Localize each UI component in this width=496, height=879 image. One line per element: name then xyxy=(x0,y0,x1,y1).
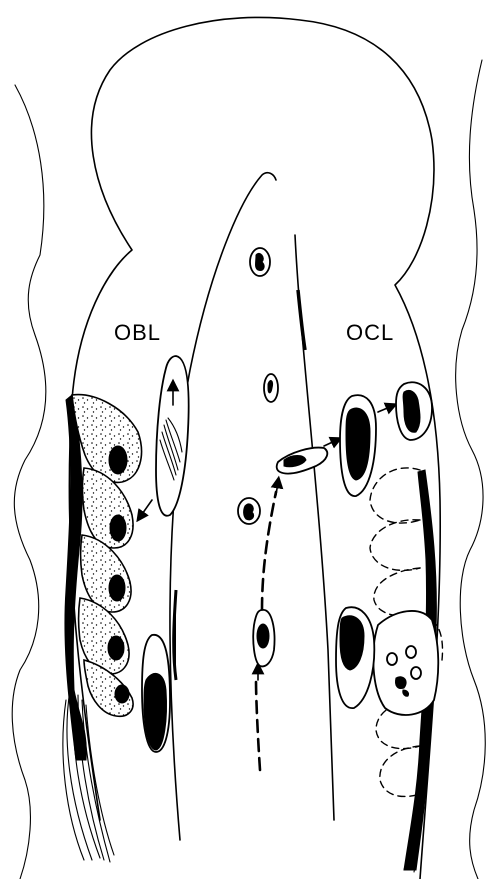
osteoclast-cell xyxy=(373,611,442,715)
osteoblast-nucleus xyxy=(109,446,127,474)
preosteoclast-upper xyxy=(340,395,376,496)
mononuclear-precursor xyxy=(253,610,274,667)
left-outer-boundary xyxy=(12,85,46,879)
osteoclast-nucleus xyxy=(411,667,421,679)
migration-path-upper xyxy=(262,492,276,610)
arrow-fusion-icon xyxy=(378,406,392,412)
dividing-precursor-cell xyxy=(156,356,189,516)
preosteoclast-right xyxy=(396,382,432,440)
osteoclast-dark-nucleus xyxy=(395,677,406,689)
osteoblast-nucleus xyxy=(115,685,129,703)
osteoblast-nucleus xyxy=(110,515,126,541)
osteoclast-nucleus xyxy=(387,653,397,665)
arrow-to-ocl-icon xyxy=(324,440,337,446)
label-ocl: OCL xyxy=(346,320,394,345)
preosteoclast-lower xyxy=(336,607,374,708)
elongated-precursor xyxy=(277,448,328,474)
migration-path xyxy=(256,680,260,770)
migrating-precursors xyxy=(238,248,278,524)
osteoblast-nucleus xyxy=(108,636,124,660)
osteoblast-nucleus xyxy=(109,575,125,601)
arrow-differentiation-icon xyxy=(140,500,152,517)
right-outer-boundary xyxy=(456,60,486,879)
canal-lining-streak-right xyxy=(298,290,305,350)
arrow-migration-upper-icon xyxy=(276,482,278,495)
osteoblast-cell xyxy=(72,395,141,483)
osteoblast-bottom xyxy=(142,635,170,752)
osteoblast-cells xyxy=(72,395,141,717)
label-obl: OBL xyxy=(114,320,161,345)
canal-lining-streak-left xyxy=(174,590,176,680)
osteoclast-nucleus xyxy=(406,646,416,658)
